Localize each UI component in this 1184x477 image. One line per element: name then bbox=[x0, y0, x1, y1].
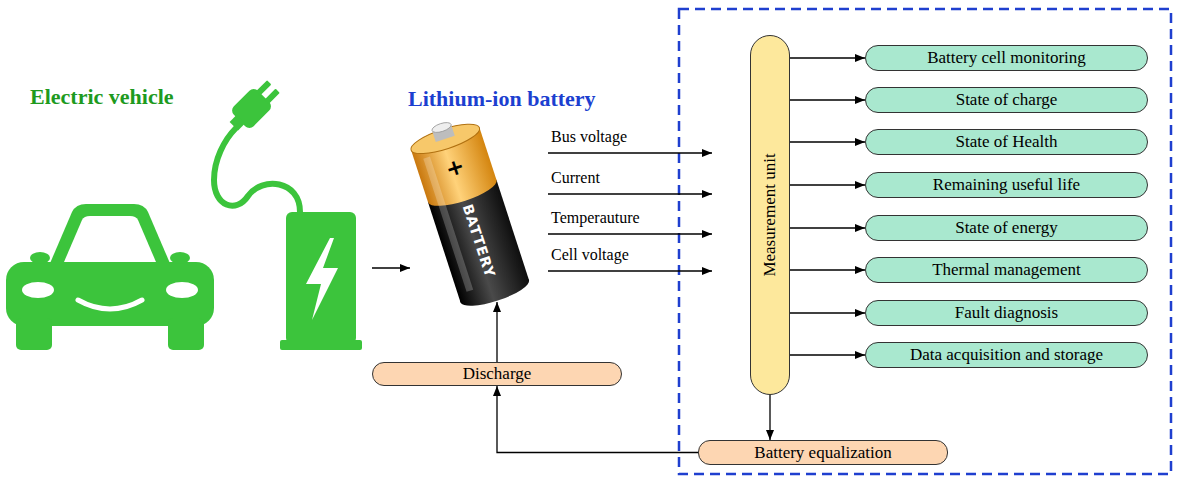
car-body bbox=[6, 262, 214, 326]
plug-icon bbox=[224, 77, 283, 136]
arrow-connector bbox=[790, 184, 865, 185]
arrow-connector bbox=[790, 57, 865, 58]
function-box: State of energy bbox=[865, 215, 1148, 241]
signal-label: Bus voltage bbox=[551, 128, 627, 146]
battery-top bbox=[408, 118, 483, 159]
signal-arrow bbox=[548, 270, 712, 271]
box-text: Battery equalization bbox=[754, 443, 891, 463]
battery-icon bbox=[406, 113, 532, 312]
box-text: Fault diagnosis bbox=[955, 303, 1058, 323]
car-cabin bbox=[48, 204, 172, 268]
arrow-connector bbox=[790, 354, 865, 355]
signal-arrow bbox=[548, 233, 712, 234]
action-box: Battery equalization bbox=[698, 440, 948, 465]
function-box: Fault diagnosis bbox=[865, 300, 1148, 326]
box-text: Battery cell monitoring bbox=[927, 48, 1086, 68]
box-text: Data acquisition and storage bbox=[910, 345, 1103, 365]
lightning-symbol bbox=[306, 238, 338, 320]
function-box: Thermal management bbox=[865, 257, 1148, 283]
plug-neck bbox=[230, 115, 246, 131]
box-text: Remaining useful life bbox=[933, 175, 1080, 195]
flow-arrow bbox=[372, 267, 410, 268]
signal-arrow bbox=[548, 152, 712, 153]
box-text: State of charge bbox=[956, 90, 1058, 110]
signal-label: Cell voltage bbox=[551, 246, 629, 264]
car-headlight bbox=[22, 282, 54, 298]
arrow-connector bbox=[790, 312, 865, 313]
car-headlight bbox=[166, 282, 198, 298]
station-base bbox=[280, 340, 362, 350]
title-label: Lithium-ion battery bbox=[408, 86, 596, 111]
charging-cable bbox=[214, 128, 300, 212]
car-mirror bbox=[30, 252, 50, 264]
signal-label: Temperauture bbox=[551, 209, 640, 227]
box-text: Measurement unit bbox=[760, 153, 780, 276]
box-text: Discharge bbox=[463, 364, 532, 384]
arrow-connector bbox=[497, 386, 698, 453]
flow-arrow bbox=[496, 302, 497, 362]
charging-station bbox=[214, 77, 362, 350]
battery-terminal-top bbox=[431, 121, 452, 135]
function-box: Battery cell monitoring bbox=[865, 45, 1148, 71]
car-icon bbox=[6, 204, 214, 350]
arrow-connector bbox=[790, 99, 865, 100]
box-text: State of Health bbox=[956, 132, 1058, 152]
arrow-connector bbox=[769, 395, 770, 440]
function-box: State of charge bbox=[865, 87, 1148, 113]
function-box: Remaining useful life bbox=[865, 172, 1148, 198]
car-mirror bbox=[170, 252, 190, 264]
function-box: State of Health bbox=[865, 129, 1148, 155]
car-wheel bbox=[16, 318, 52, 350]
arrow-connector bbox=[790, 227, 865, 228]
plug-prong bbox=[264, 89, 280, 105]
car-grille bbox=[78, 300, 142, 309]
car-wheel bbox=[168, 318, 204, 350]
box-text: State of energy bbox=[955, 218, 1058, 238]
plug-body bbox=[230, 87, 274, 131]
signal-arrow bbox=[548, 193, 712, 194]
plug-prong bbox=[256, 80, 272, 96]
signal-arrows bbox=[372, 153, 712, 362]
signal-label: Current bbox=[551, 169, 600, 187]
arrow-connector bbox=[790, 141, 865, 142]
box-text: Thermal management bbox=[932, 260, 1081, 280]
measurement-pill: Measurement unit bbox=[750, 35, 790, 395]
dashed-region bbox=[679, 9, 1171, 474]
station-body bbox=[286, 212, 356, 344]
title-label: Electric vehicle bbox=[30, 84, 174, 109]
car-window bbox=[64, 216, 156, 262]
function-box: Data acquisition and storage bbox=[865, 342, 1148, 368]
action-box: Discharge bbox=[372, 362, 622, 386]
arrow-connector bbox=[790, 269, 865, 270]
